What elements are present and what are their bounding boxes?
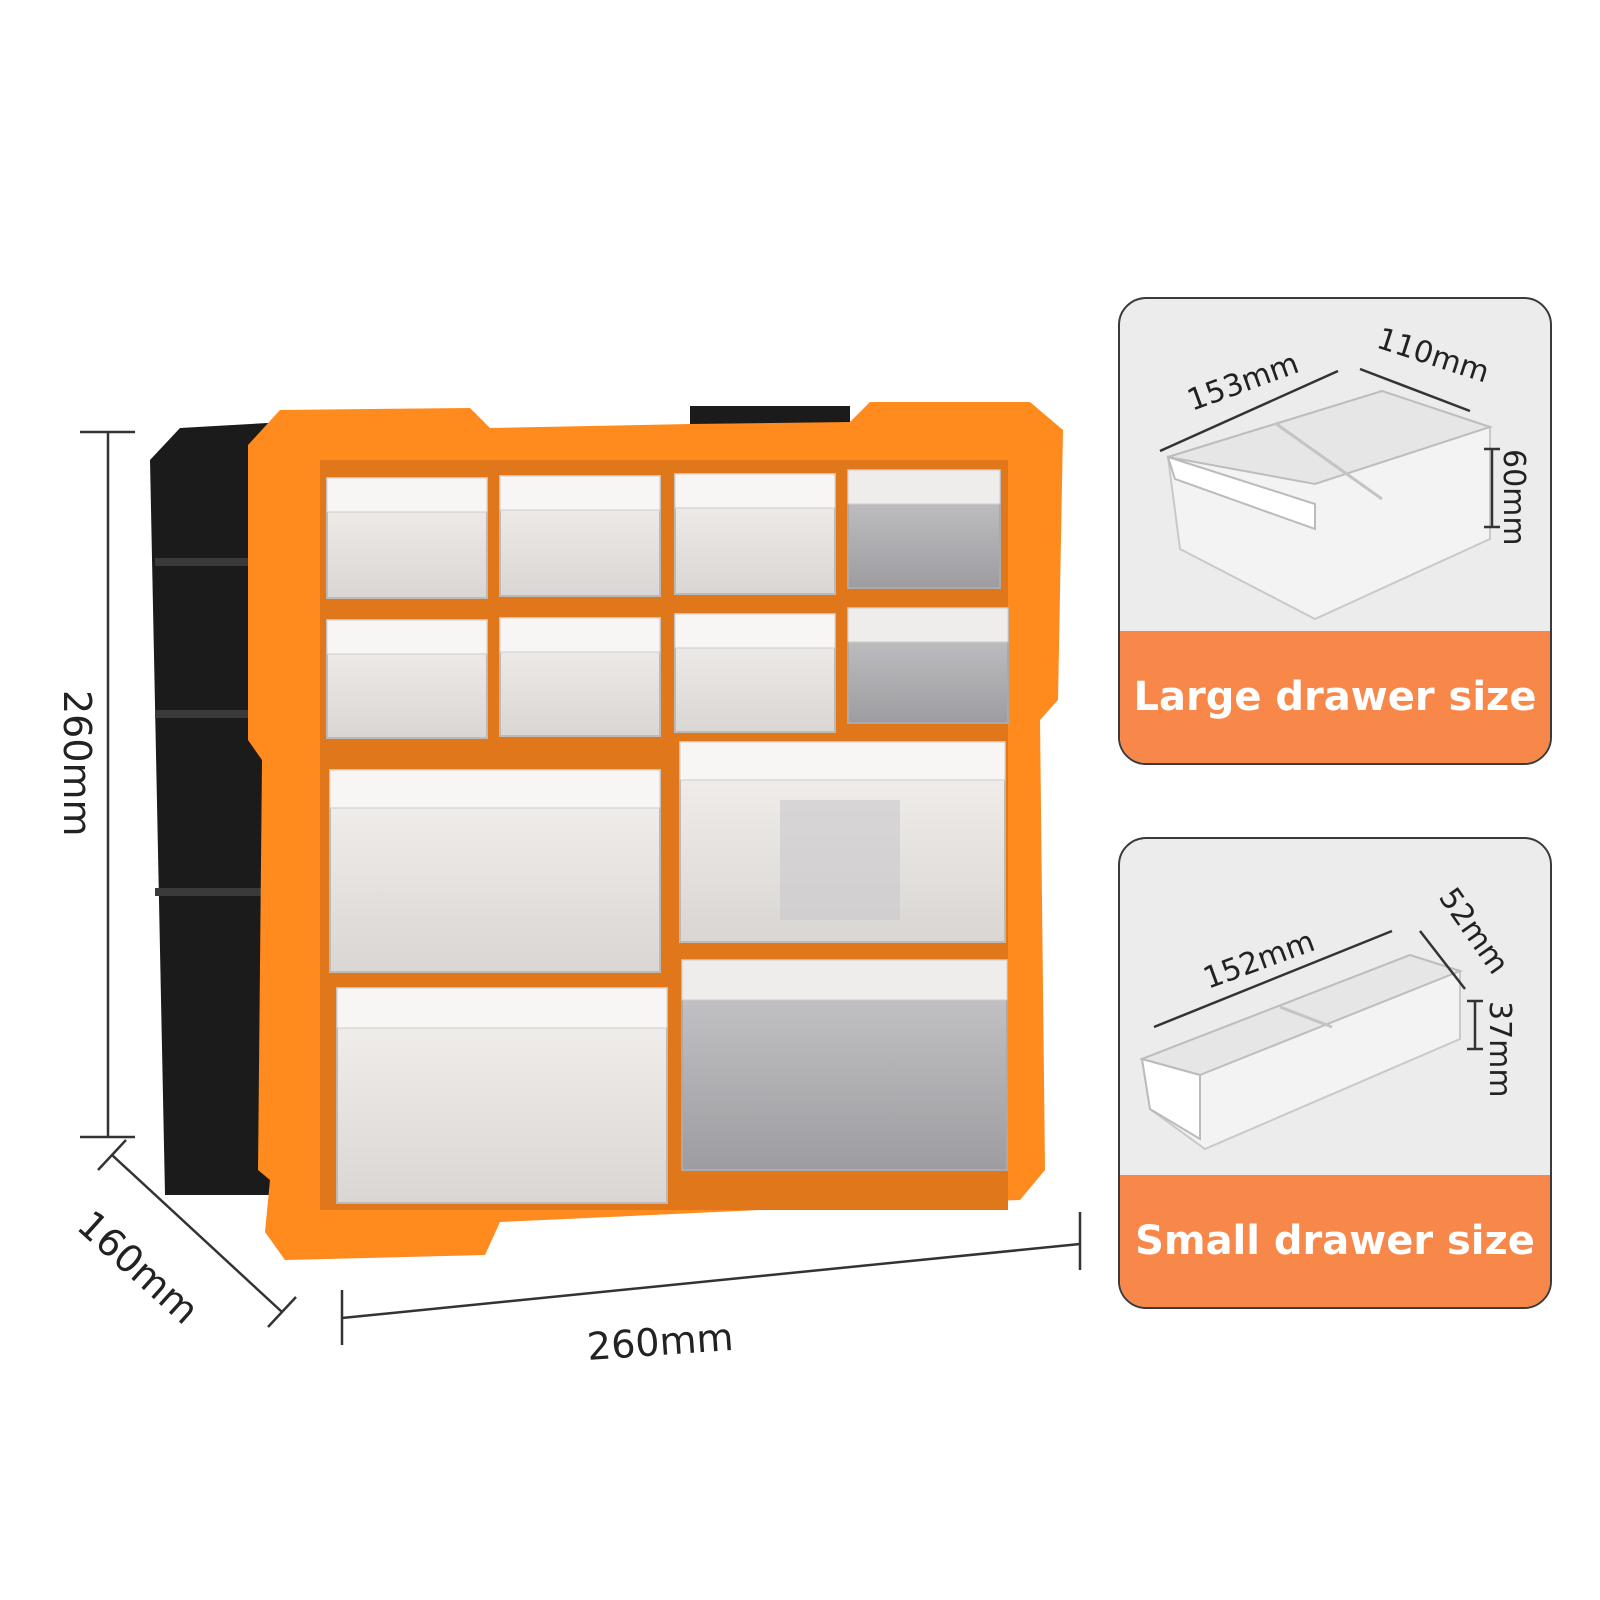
large-drawer-height-label: 60mm bbox=[1496, 449, 1531, 546]
large-drawer[interactable] bbox=[329, 769, 661, 973]
small-drawer[interactable] bbox=[674, 473, 836, 595]
large-drawer[interactable] bbox=[679, 741, 1006, 943]
width-dimension-label: 260mm bbox=[586, 1315, 735, 1369]
large-drawer[interactable] bbox=[681, 959, 1008, 1171]
small-drawer-height-label: 37mm bbox=[1482, 1001, 1517, 1098]
large-drawer-caption: Large drawer size bbox=[1120, 631, 1550, 763]
large-drawer-image: 153mm 110mm 60mm bbox=[1159, 321, 1531, 621]
dimension-lines bbox=[80, 430, 1082, 1345]
small-drawer[interactable] bbox=[674, 613, 836, 733]
small-drawer-panel: 152mm 52mm 37mm Small drawer size bbox=[1118, 837, 1552, 1309]
small-drawer-image: 152mm 52mm 37mm bbox=[1138, 882, 1517, 1151]
small-drawer[interactable] bbox=[847, 469, 1001, 589]
small-drawer[interactable] bbox=[499, 617, 661, 737]
large-drawer[interactable] bbox=[336, 987, 668, 1204]
small-drawer-caption: Small drawer size bbox=[1120, 1175, 1550, 1307]
small-drawer[interactable] bbox=[326, 619, 488, 739]
large-drawer-length-label: 153mm bbox=[1183, 346, 1304, 418]
small-drawer[interactable] bbox=[847, 607, 1009, 724]
height-dimension-label: 260mm bbox=[55, 690, 99, 837]
large-drawer-panel: 153mm 110mm 60mm Large drawer size bbox=[1118, 297, 1552, 765]
drawer-grid bbox=[326, 469, 1009, 1204]
small-drawer[interactable] bbox=[326, 477, 488, 599]
small-drawer[interactable] bbox=[499, 475, 661, 597]
depth-dimension-label: 160mm bbox=[69, 1202, 207, 1333]
